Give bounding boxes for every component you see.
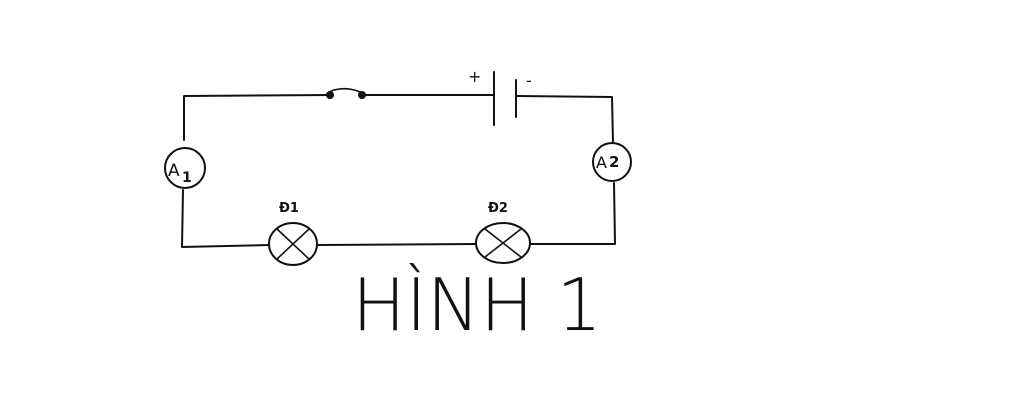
circuit-wires <box>181 94 616 248</box>
wire-bottom-middle <box>316 243 477 246</box>
switch-lever <box>330 87 361 93</box>
ammeter-a2-circle <box>592 142 632 182</box>
battery-minus-sign: - <box>526 71 532 90</box>
wire-top-left <box>183 94 331 141</box>
ammeter-a1: A 1 <box>164 147 206 189</box>
battery-plus-sign: + <box>468 67 481 86</box>
wire-bottom-left <box>181 189 270 248</box>
ammeter-a1-index: 1 <box>182 170 192 186</box>
wire-top-right <box>515 95 614 144</box>
ammeter-a2-index: 2 <box>609 153 619 171</box>
figure-caption: HÌNH 1 <box>352 263 602 347</box>
switch <box>326 87 366 99</box>
ammeter-a2-letter: A <box>596 153 607 172</box>
lamp-d1-label: Đ1 <box>279 201 299 216</box>
battery: + - <box>468 67 532 126</box>
switch-contact-left <box>326 91 334 99</box>
wire-right-bottom <box>529 182 616 245</box>
ammeter-a1-circle <box>164 147 206 189</box>
ammeter-a1-letter: A <box>168 161 180 181</box>
lamp-d2: Đ2 <box>475 201 531 264</box>
lamp-d2-cross-b <box>484 228 522 258</box>
ammeter-a2: A 2 <box>592 142 632 182</box>
switch-contact-right <box>358 91 366 99</box>
lamp-d2-label: Đ2 <box>488 201 508 216</box>
lamp-d1-cross-b <box>276 228 310 260</box>
lamp-d1: Đ1 <box>268 201 318 266</box>
